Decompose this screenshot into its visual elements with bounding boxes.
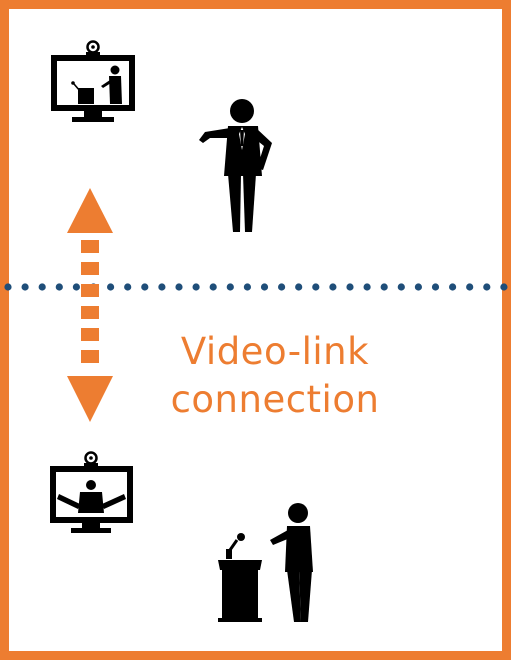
divider-dot xyxy=(449,283,457,291)
connection-double-arrow-icon xyxy=(67,188,113,422)
divider-dot xyxy=(346,283,354,291)
divider-dot xyxy=(500,283,508,291)
divider-dot xyxy=(260,283,269,291)
divider-dot xyxy=(278,283,286,291)
divider-dot xyxy=(4,283,12,291)
divider-dot xyxy=(466,283,474,291)
divider-dot xyxy=(243,283,251,291)
divider-dot xyxy=(141,283,149,291)
divider-dot xyxy=(431,283,440,291)
divider-dot xyxy=(158,283,166,291)
divider-dot xyxy=(380,283,388,291)
divider-dot xyxy=(175,283,183,291)
divider-dot xyxy=(107,283,115,291)
top-video-monitor-icon xyxy=(51,40,135,122)
divider-dot xyxy=(72,283,80,291)
divider-dot xyxy=(329,283,337,291)
divider-line xyxy=(4,283,508,291)
caption-line-1: Video-link xyxy=(180,330,370,373)
divider-dot xyxy=(483,283,491,291)
bottom-video-monitor-icon xyxy=(50,451,133,533)
caption-line-2: connection xyxy=(170,378,380,421)
divider-dot xyxy=(295,283,303,291)
divider-dot xyxy=(21,283,29,291)
divider-dot xyxy=(312,283,320,291)
top-standing-person-icon xyxy=(199,99,272,232)
divider-dot xyxy=(226,283,234,291)
bottom-speaker-at-podium-icon xyxy=(218,503,313,622)
divider-dot xyxy=(192,283,200,291)
divider-dot xyxy=(363,283,371,291)
video-link-caption: Video-link connection xyxy=(130,328,420,424)
divider-dot xyxy=(124,283,132,291)
divider-dot xyxy=(209,283,217,291)
divider-dot xyxy=(397,283,405,291)
divider-dot xyxy=(55,283,63,291)
divider-dot xyxy=(38,283,46,291)
divider-dot xyxy=(414,283,422,291)
